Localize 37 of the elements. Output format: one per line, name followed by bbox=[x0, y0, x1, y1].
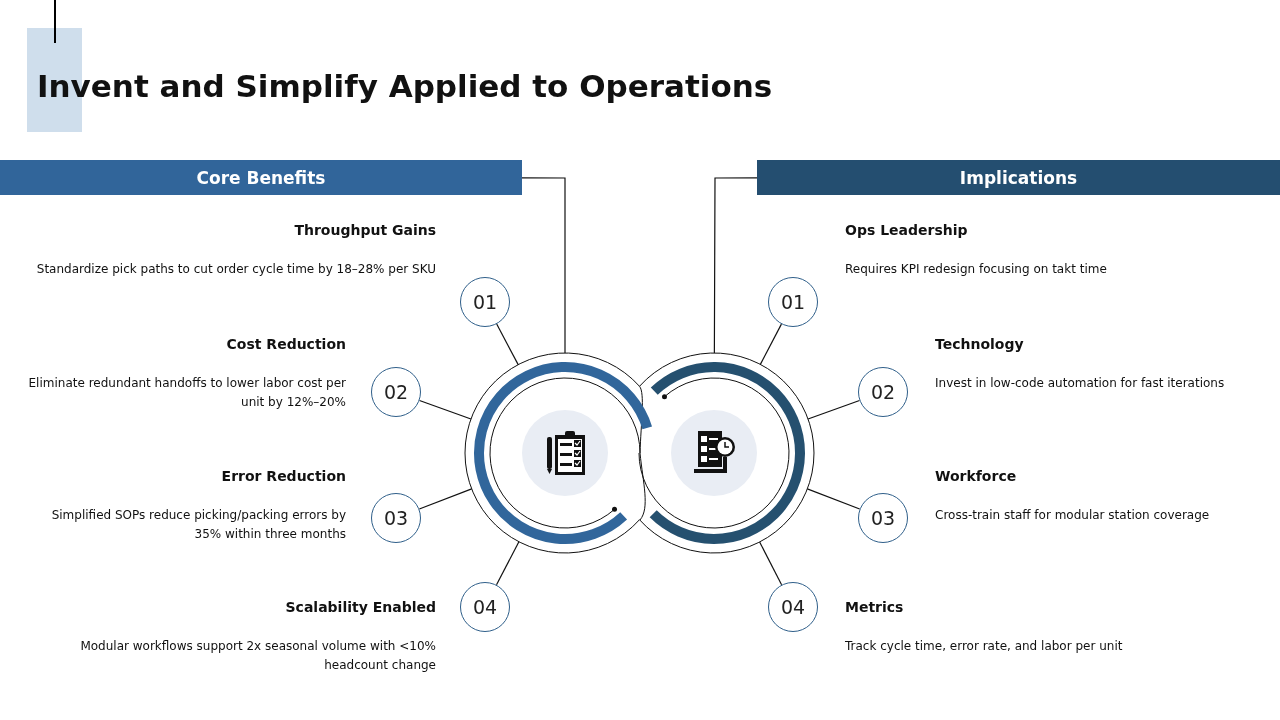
item-description: Eliminate redundant handoffs to lower labor cost per unit by 12%–20% bbox=[27, 375, 346, 411]
connector-line bbox=[759, 541, 783, 586]
number-circle: 04 bbox=[768, 582, 818, 632]
header-bar: Core Benefits bbox=[0, 160, 522, 195]
item-description: Simplified SOPs reduce picking/packing errors by 35% within three months bbox=[50, 507, 346, 543]
connector-line bbox=[496, 323, 519, 366]
item-description: Requires KPI redesign focusing on takt time bbox=[845, 261, 1108, 278]
item-heading: Workforce bbox=[935, 468, 1017, 484]
connector-line bbox=[807, 399, 861, 420]
item-heading: Throughput Gains bbox=[294, 222, 436, 238]
item-heading: Scalability Enabled bbox=[285, 599, 436, 615]
number-circle: 02 bbox=[858, 367, 908, 417]
item-description: Standardize pick paths to cut order cycle time by 18–28% per SKU bbox=[35, 261, 436, 278]
item-heading: Technology bbox=[935, 336, 1024, 352]
connector-line bbox=[806, 488, 861, 510]
connector-line bbox=[759, 323, 782, 365]
number-circle: 04 bbox=[460, 582, 510, 632]
connector-line bbox=[418, 399, 472, 420]
item-heading: Ops Leadership bbox=[845, 222, 968, 238]
connector-line bbox=[495, 541, 520, 586]
item-description: Modular workflows support 2x seasonal volume with <10% headcount change bbox=[79, 638, 436, 674]
item-description: Track cycle time, error rate, and labor per unit bbox=[845, 638, 1124, 655]
item-heading: Cost Reduction bbox=[226, 336, 346, 352]
connector-line bbox=[418, 488, 473, 510]
item-description: Invest in low-code automation for fast iterations bbox=[935, 375, 1226, 392]
number-circle: 03 bbox=[371, 493, 421, 543]
number-circle: 03 bbox=[858, 493, 908, 543]
connector-line bbox=[713, 177, 758, 354]
header-bar: Implications bbox=[757, 160, 1280, 195]
item-heading: Error Reduction bbox=[221, 468, 346, 484]
item-description: Cross-train staff for modular station coverage bbox=[935, 507, 1211, 524]
item-heading: Metrics bbox=[845, 599, 904, 615]
number-circle: 01 bbox=[460, 277, 510, 327]
connector-line bbox=[521, 177, 566, 354]
number-circle: 01 bbox=[768, 277, 818, 327]
number-circle: 02 bbox=[371, 367, 421, 417]
slide-title: Invent and Simplify Applied to Operations bbox=[37, 68, 773, 104]
